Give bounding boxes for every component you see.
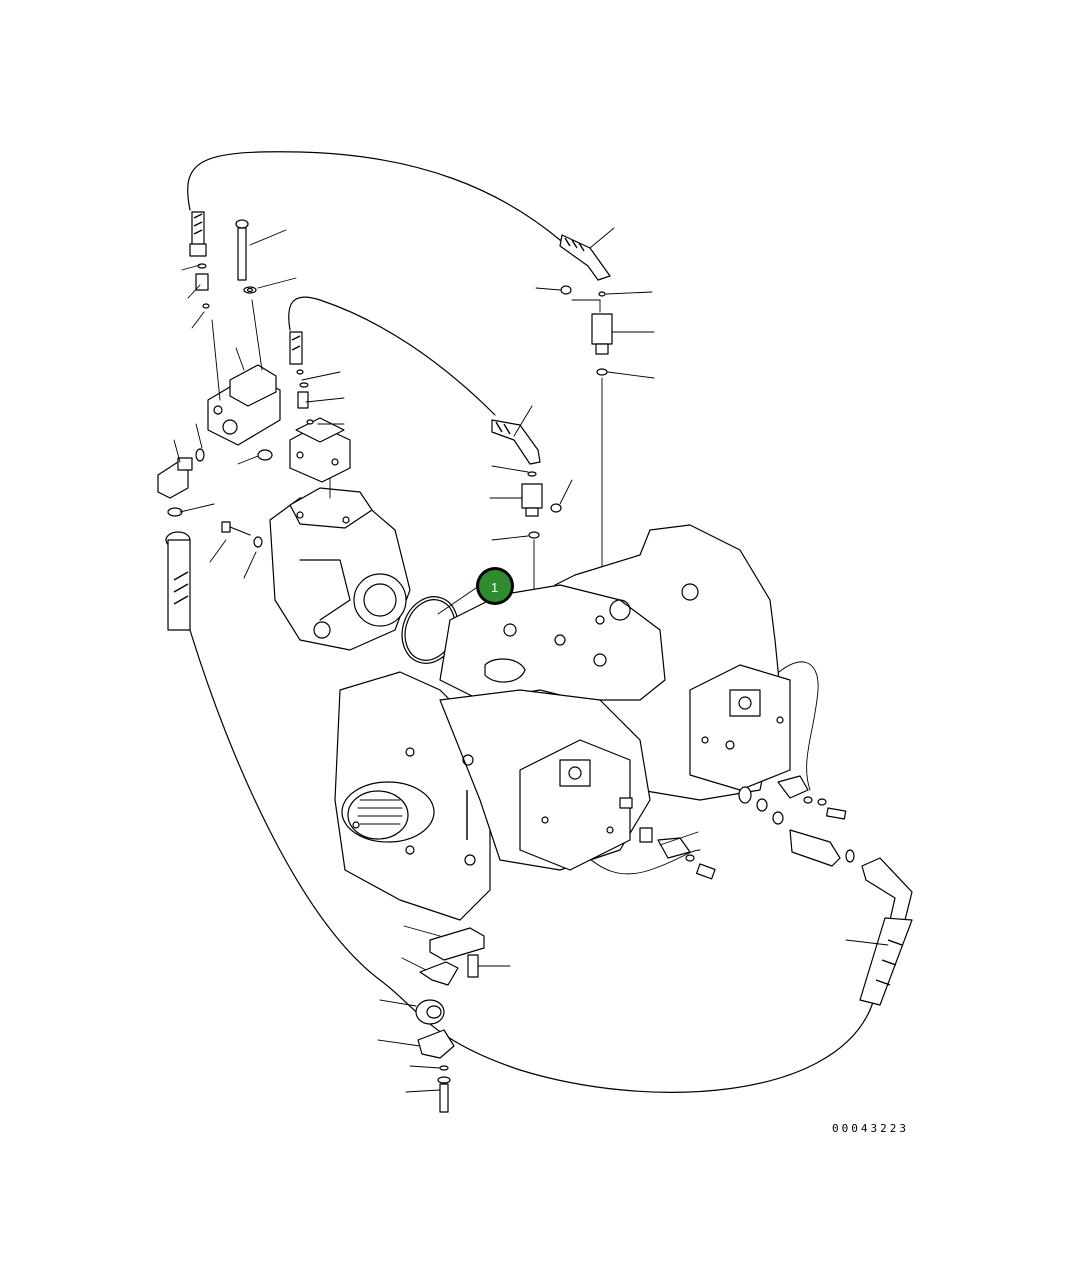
middle-fittings (491, 419, 562, 651)
servo-valve (289, 331, 351, 483)
spline-teeth (357, 799, 403, 825)
main-pump (334, 524, 791, 921)
right-small-parts (639, 775, 913, 1006)
callout-1-label: 1 (491, 580, 498, 595)
leader-lines (173, 227, 889, 1093)
bottom-parts (415, 927, 485, 1113)
auxiliary-pump (269, 469, 411, 651)
callout-1[interactable]: 1 (476, 567, 514, 605)
callout-1-fill (479, 570, 511, 602)
top-left-fittings (157, 211, 281, 631)
drawing-number: 00043223 (832, 1122, 909, 1135)
top-right-fittings (559, 234, 613, 601)
